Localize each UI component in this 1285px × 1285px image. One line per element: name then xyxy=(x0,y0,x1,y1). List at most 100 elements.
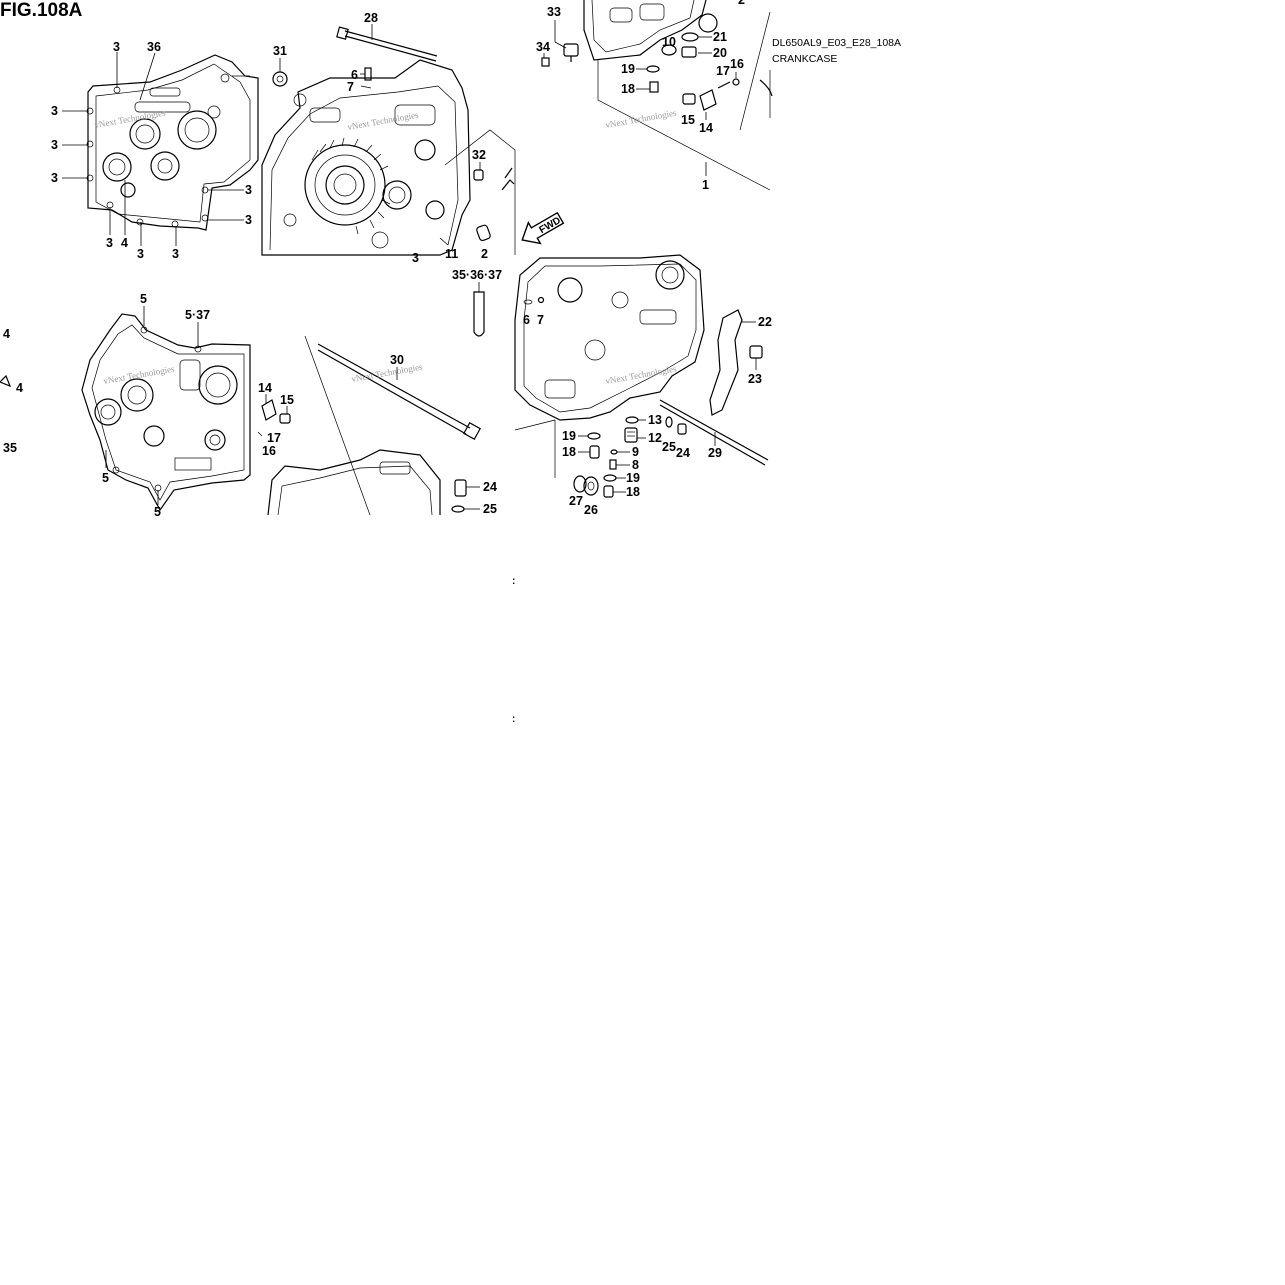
svg-text:vNext Technologies: vNext Technologies xyxy=(94,108,167,130)
fitting-32 xyxy=(473,167,515,191)
clamp-14-bottom xyxy=(261,399,277,421)
callout-label: 11 xyxy=(445,247,458,261)
callout-label: 32 xyxy=(472,148,486,162)
callout-label: 3 xyxy=(245,183,252,197)
plug-20 xyxy=(681,46,697,58)
callout-label: 6 xyxy=(351,68,358,82)
washer-19-low xyxy=(603,474,617,482)
washer-19-top xyxy=(646,65,660,73)
bolt-17-top xyxy=(717,81,731,89)
leader-lines-top-left xyxy=(62,52,250,246)
callout-label: 13 xyxy=(648,413,662,427)
plug-12 xyxy=(624,427,638,443)
fwd-arrow-icon: FWD xyxy=(521,211,565,245)
figure-title: FIG.108A xyxy=(0,0,83,21)
callout-label: 7 xyxy=(537,313,544,327)
callout-label: 6 xyxy=(523,313,530,327)
callout-label: 10 xyxy=(662,35,676,49)
callout-label: 18 xyxy=(621,82,635,96)
callout-label: 17 xyxy=(716,64,730,78)
callout-label: 12 xyxy=(648,431,662,445)
callout-label: 3 xyxy=(51,104,58,118)
watermarks: vNext Technologies vNext Technologies vN… xyxy=(94,108,678,386)
washer-25-right xyxy=(665,416,673,428)
callout-label: 36 xyxy=(147,40,161,54)
bolt-23 xyxy=(749,345,763,359)
callout-label: 18 xyxy=(562,445,576,459)
washer-19-mid xyxy=(587,432,601,440)
callout-label: 1 xyxy=(702,178,709,192)
callout-label: 19 xyxy=(621,62,635,76)
callout-label: 5 xyxy=(154,505,161,519)
plate-22 xyxy=(709,309,743,416)
svg-text:vNext Technologies: vNext Technologies xyxy=(351,362,424,384)
callout-label: 3 xyxy=(51,138,58,152)
callout-label: 3 xyxy=(137,247,144,261)
washer-21b xyxy=(681,32,699,42)
callout-label: 15 xyxy=(681,113,695,127)
svg-text:vNext Technologies: vNext Technologies xyxy=(347,110,420,132)
callout-label: 3 xyxy=(412,251,419,265)
callout-labels: 3 36 3 3 3 3 3 3 4 3 3 31 28 6 7 32 11 2… xyxy=(3,0,772,519)
callout-label: 20 xyxy=(713,46,727,60)
drain-plug-26 xyxy=(583,476,599,496)
svg-text:vNext Technologies: vNext Technologies xyxy=(103,364,176,386)
washer-31 xyxy=(272,71,288,87)
bolt-18-low xyxy=(603,485,614,498)
o-ring-7 xyxy=(360,85,372,89)
callout-label: 31 xyxy=(273,44,287,58)
callout-label: 16 xyxy=(262,444,276,458)
o-ring-21 xyxy=(698,13,718,33)
callout-label: 30 xyxy=(390,353,404,367)
fwd-label: FWD xyxy=(538,215,563,236)
callout-label: 16 xyxy=(730,57,744,71)
right-crankcase-outer-view xyxy=(81,313,251,512)
stud-bolt-30 xyxy=(317,343,481,440)
callout-label: 17 xyxy=(267,431,281,445)
callout-label: 15 xyxy=(280,393,294,407)
washer-27 xyxy=(573,475,587,493)
washer-17-bottom xyxy=(257,431,263,437)
washer-25-bottom xyxy=(451,505,465,513)
figure-code: DL650AL9_E03_E28_108A xyxy=(772,37,901,49)
bolt-24-bottom xyxy=(454,479,467,497)
callout-label: 19 xyxy=(626,471,640,485)
o-ring-13 xyxy=(625,416,639,424)
bolt-18-top xyxy=(649,81,659,93)
dowel-35-36-37 xyxy=(473,291,485,337)
callout-label: 3 xyxy=(106,236,113,250)
callout-label: 35·36·37 xyxy=(452,268,502,282)
callout-label: 33 xyxy=(547,5,561,19)
bolt-24-right xyxy=(677,423,687,435)
oil-pressure-switch-33 xyxy=(563,43,579,62)
dowel-7-bottom xyxy=(537,296,545,304)
callout-label: 24 xyxy=(676,446,690,460)
callout-label: 3 xyxy=(113,40,120,54)
callout-label: 18 xyxy=(626,485,640,499)
callout-label: 5 xyxy=(102,471,109,485)
callout-label: 27 xyxy=(569,494,583,508)
callout-label: 3 xyxy=(172,247,179,261)
callout-label: 9 xyxy=(632,445,639,459)
callout-label: 8 xyxy=(632,458,639,472)
crankcase-bottom-fragment xyxy=(267,449,441,516)
fragment-glyph-b: : xyxy=(512,714,515,725)
callout-label: 4 xyxy=(3,327,10,341)
oil-filter-cover-outline xyxy=(759,79,773,97)
callout-label: 28 xyxy=(364,11,378,25)
callout-label: 4 xyxy=(16,381,23,395)
callout-label: 19 xyxy=(562,429,576,443)
callout-label: 2 xyxy=(738,0,745,7)
callout-label: 5·37 xyxy=(185,308,210,322)
bolt-29 xyxy=(659,399,769,466)
fragment-glyph-a: : xyxy=(512,576,515,587)
callout-label: 34 xyxy=(536,40,550,54)
o-ring-10 xyxy=(661,44,677,56)
callout-label: 2 xyxy=(481,247,488,261)
callout-label: 3 xyxy=(51,171,58,185)
clamp-14-top xyxy=(699,89,717,111)
callout-label: 25 xyxy=(662,440,676,454)
crankcase-lower-view xyxy=(583,0,771,191)
svg-text:vNext Technologies: vNext Technologies xyxy=(605,108,678,130)
